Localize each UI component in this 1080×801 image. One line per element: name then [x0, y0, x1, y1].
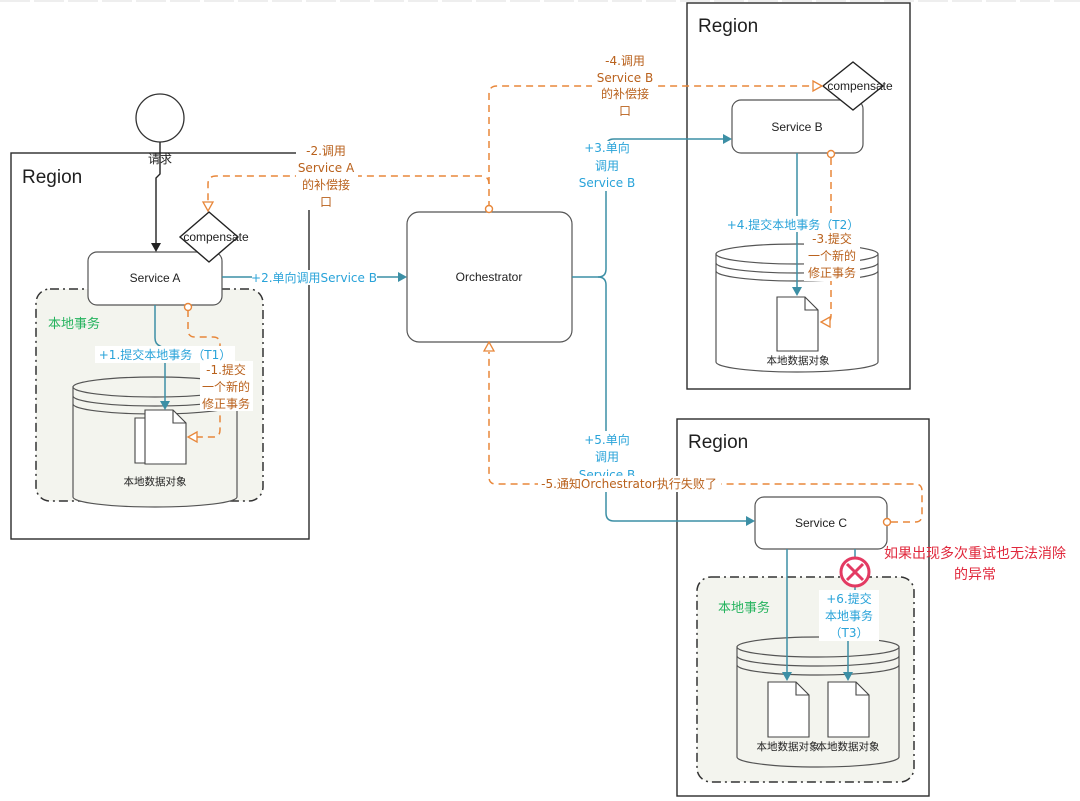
- step-5-connector: [597, 276, 747, 522]
- step-label-line: （T3）: [830, 626, 869, 640]
- step-label-line: 的补偿接: [601, 86, 649, 101]
- local-transaction-a: 本地事务 本地数据对象: [35, 288, 264, 508]
- database-c-top: [736, 636, 900, 658]
- document-icon: [827, 681, 870, 738]
- forward-step-4-label: +4.提交本地事务（T2）: [724, 216, 864, 232]
- step-label-line: 一个新的: [808, 248, 856, 263]
- forward-step-1-label: +1.提交本地事务（T1）: [95, 346, 235, 363]
- service-b-label: Service B: [771, 120, 822, 134]
- step-label-line: -4.调用: [605, 54, 645, 68]
- open-arrow-head-icon: [812, 79, 824, 93]
- arrow-head-icon: [782, 672, 792, 681]
- connector-origin-icon: [183, 302, 193, 312]
- step-label-line: 修正事务: [202, 396, 250, 411]
- forward-step-5-label: +5.单向 调用 Service B: [579, 431, 635, 482]
- step-label-line: -2.调用: [306, 144, 346, 158]
- region-c: Region 本地事务 本地数据对象 本地数据对象 Service C: [676, 418, 930, 797]
- forward-step-6-label: +6.提交 本地事务 （T3）: [819, 590, 879, 641]
- step-label-line: -1.提交: [206, 362, 246, 377]
- step-label-line: 本地事务: [825, 608, 873, 623]
- compensate-b-label: compensate: [827, 79, 893, 93]
- step-label-line: +4.提交本地事务（T2）: [727, 217, 859, 232]
- connector-origin-icon: [826, 149, 836, 159]
- region-a: Region 本地事务 本地数据对象 Service A compensate: [10, 152, 310, 540]
- open-arrow-head-icon: [819, 315, 831, 329]
- database-c-ring: [736, 664, 900, 676]
- service-a-label: Service A: [130, 271, 181, 285]
- arrow-head-icon: [160, 401, 170, 410]
- region-c-title: Region: [688, 432, 748, 453]
- data-object-label: 本地数据对象: [757, 740, 820, 753]
- step-label-line: 调用: [595, 159, 619, 173]
- error-x-icon: [839, 556, 871, 588]
- step-label-line: 的补偿接: [302, 177, 350, 192]
- local-transaction-c: 本地事务 本地数据对象 本地数据对象: [696, 576, 915, 783]
- document-icon: [776, 296, 819, 352]
- open-arrow-head-icon: [482, 340, 496, 352]
- compensation-step-3-label: -3.提交 一个新的 修正事务: [804, 230, 860, 281]
- step-label-line: 口: [619, 104, 631, 118]
- arrow-head-icon: [843, 672, 853, 681]
- connector-origin-icon: [484, 204, 494, 214]
- local-transaction-a-label: 本地事务: [48, 316, 100, 332]
- step-3-connector: [572, 138, 724, 278]
- step-label-line: +1.提交本地事务（T1）: [99, 347, 231, 362]
- comp-step-1-connector: [187, 310, 221, 438]
- failure-note: 如果出现多次重试也无法消除 的异常: [884, 545, 1066, 583]
- arrow-head-icon: [398, 272, 407, 282]
- forward-step-3-label: +3.单向 调用 Service B: [578, 140, 638, 191]
- connector-origin-icon: [882, 517, 892, 527]
- comp-step-5-connector: [488, 352, 923, 523]
- step-label-line: 一个新的: [202, 379, 250, 394]
- step-label-line: 口: [320, 195, 332, 209]
- data-object-label: 本地数据对象: [817, 740, 880, 753]
- orchestrator-label: Orchestrator: [456, 270, 523, 284]
- step-label-line: 调用: [595, 450, 619, 464]
- compensation-step-5-label: -5.通知Orchestrator执行失败了: [538, 476, 721, 492]
- database-c-ring: [736, 655, 900, 667]
- compensate-a-diamond: [178, 211, 240, 263]
- forward-step-2-label: +2.单向调用Service B: [251, 270, 377, 285]
- step-label-line: +2.单向调用Service B: [251, 270, 377, 285]
- step-label-line: Service B: [579, 176, 635, 190]
- step-label-line: +3.单向: [584, 140, 630, 155]
- document-icon: [767, 681, 810, 738]
- comp-step-4-connector: [488, 85, 813, 184]
- step-label-line: -5.通知Orchestrator执行失败了: [541, 476, 717, 491]
- compensate-b-diamond: [821, 61, 885, 111]
- step-label-line: Service B: [597, 71, 653, 85]
- step-label-line: 修正事务: [808, 265, 856, 280]
- open-arrow-head-icon: [186, 430, 198, 444]
- compensation-step-2-label: -2.调用 Service A 的补偿接 口: [296, 142, 358, 210]
- step-label-line: +6.提交: [826, 591, 872, 606]
- failure-note-line: 如果出现多次重试也无法消除: [884, 545, 1066, 562]
- request-connector: [155, 142, 161, 244]
- compensation-step-4-label: -4.调用 Service B 的补偿接 口: [592, 52, 658, 118]
- region-b: Region 本地数据对象 Service B compensate: [686, 2, 911, 390]
- start-node-label: 请求: [148, 152, 172, 166]
- step-label-line: Service A: [298, 161, 355, 175]
- start-node-circle: [135, 93, 185, 143]
- region-c-frame: [676, 418, 930, 797]
- region-a-title: Region: [22, 167, 82, 188]
- data-object-label: 本地数据对象: [124, 475, 187, 488]
- data-object-label: 本地数据对象: [767, 354, 830, 367]
- compensate-a-label: compensate: [183, 230, 249, 244]
- service-c-label: Service C: [795, 516, 847, 530]
- arrow-head-icon: [151, 243, 161, 252]
- arrow-head-icon: [723, 134, 732, 144]
- failure-note-line: 的异常: [954, 567, 996, 583]
- local-transaction-c-label: 本地事务: [718, 600, 770, 616]
- region-b-title: Region: [698, 16, 758, 37]
- open-arrow-head-icon: [201, 201, 215, 213]
- arrow-head-icon: [746, 516, 755, 526]
- region-b-frame: [686, 2, 911, 390]
- step-label-line: -3.提交: [812, 231, 852, 246]
- document-icon: [134, 409, 187, 465]
- step-label-line: +5.单向: [584, 432, 630, 447]
- compensation-step-1-label: -1.提交 一个新的 修正事务: [200, 361, 253, 411]
- arrow-head-icon: [792, 287, 802, 296]
